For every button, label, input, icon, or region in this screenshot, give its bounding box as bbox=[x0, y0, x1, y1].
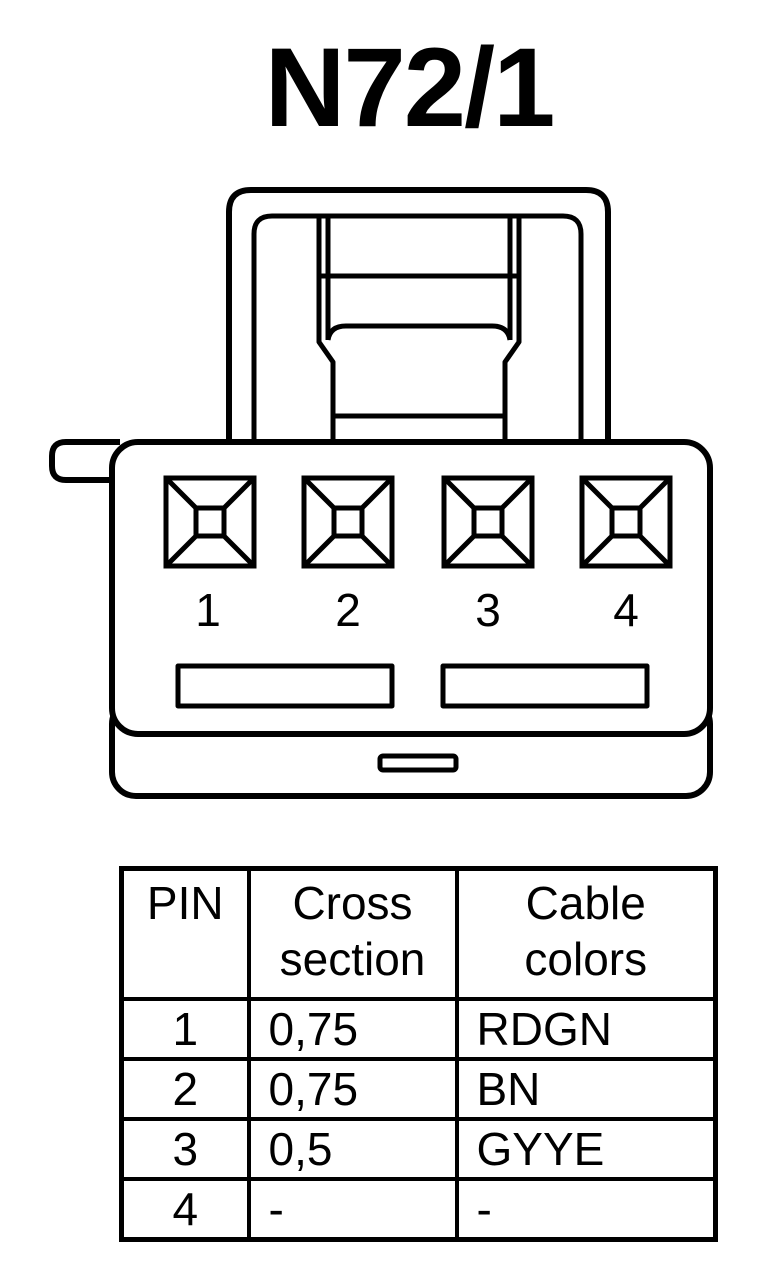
pin-label-3: 3 bbox=[475, 584, 501, 636]
cell-cross-section: 0,75 bbox=[246, 997, 459, 1061]
cell-cable-color: - bbox=[454, 1177, 718, 1242]
cell-cross-section: 0,5 bbox=[246, 1117, 459, 1181]
pin-label-4: 4 bbox=[613, 584, 639, 636]
cell-cross-section: 0,75 bbox=[246, 1057, 459, 1121]
pin-label-1: 1 bbox=[195, 584, 221, 636]
latch-inner bbox=[251, 213, 584, 440]
pin-cavity-4 bbox=[579, 475, 673, 569]
cell-pin: 4 bbox=[119, 1177, 251, 1242]
latch-tongue-left bbox=[316, 216, 336, 440]
connector-title: N72/1 bbox=[264, 25, 556, 150]
cell-pin: 1 bbox=[119, 997, 251, 1061]
header-cable-colors: Cable colors bbox=[454, 866, 718, 1001]
table-row: 2 0,75 BN bbox=[119, 1057, 718, 1121]
cell-cable-color: RDGN bbox=[454, 997, 718, 1061]
connector-diagram: 1 2 3 4 bbox=[49, 187, 713, 799]
header-pin: PIN bbox=[119, 866, 251, 1001]
cell-pin: 2 bbox=[119, 1057, 251, 1121]
latch-cross-mid bbox=[325, 323, 513, 341]
slot-right bbox=[440, 663, 650, 709]
pin-cavity-1 bbox=[163, 475, 257, 569]
table-row: 1 0,75 RDGN bbox=[119, 997, 718, 1061]
latch-tongue-right bbox=[502, 216, 522, 440]
table-row: 3 0,5 GYYE bbox=[119, 1117, 718, 1181]
pin-assignment-table: PIN Cross section Cable colors 1 0,75 RD… bbox=[119, 866, 718, 1242]
latch-outer bbox=[226, 187, 611, 440]
housing-body bbox=[109, 439, 713, 737]
slot-left bbox=[175, 663, 395, 709]
cell-pin: 3 bbox=[119, 1117, 251, 1181]
polarization-slot bbox=[377, 753, 459, 773]
cell-cable-color: GYYE bbox=[454, 1117, 718, 1181]
pin-cavity-3 bbox=[441, 475, 535, 569]
table-header-row: PIN Cross section Cable colors bbox=[119, 866, 718, 1001]
table-row: 4 - - bbox=[119, 1177, 718, 1242]
cell-cross-section: - bbox=[246, 1177, 459, 1242]
cell-cable-color: BN bbox=[454, 1057, 718, 1121]
pin-cavity-2 bbox=[301, 475, 395, 569]
side-tab bbox=[49, 439, 120, 483]
pin-label-2: 2 bbox=[335, 584, 361, 636]
header-cross-section: Cross section bbox=[246, 866, 459, 1001]
